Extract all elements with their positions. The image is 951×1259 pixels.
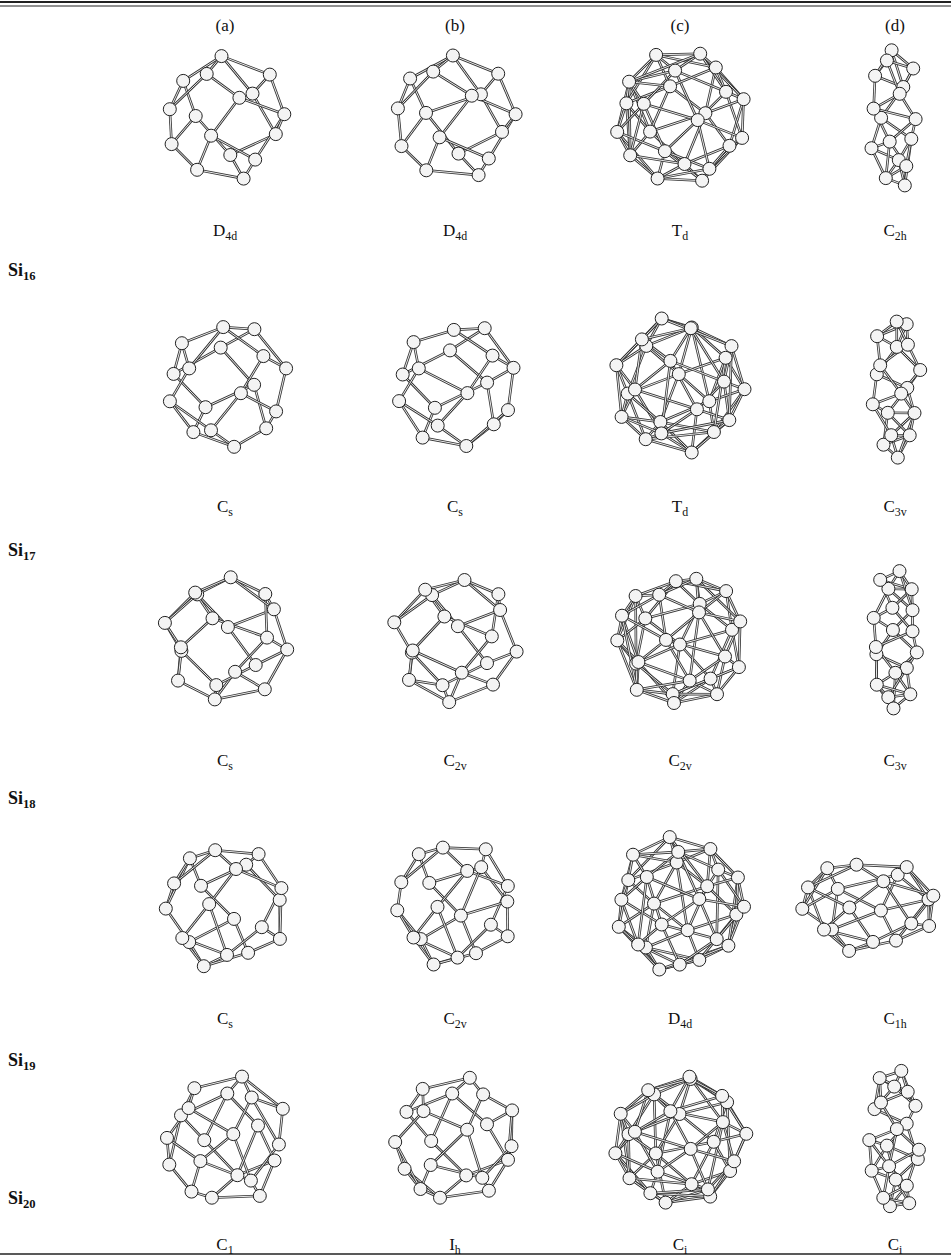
column-header: (d)	[885, 16, 905, 36]
silicon-cluster	[866, 315, 926, 464]
silicon-cluster	[865, 44, 922, 192]
symmetry-label: C1	[216, 1235, 233, 1257]
silicon-cluster	[796, 858, 940, 957]
symmetry-label: Ci	[673, 1235, 688, 1257]
silicon-cluster	[391, 841, 515, 971]
bottom-rule	[0, 1253, 951, 1255]
silicon-cluster	[611, 47, 750, 187]
symmetry-label: Td	[672, 221, 688, 243]
top-rule	[0, 1, 951, 3]
symmetry-label: C2v	[668, 751, 691, 773]
symmetry-label: Cs	[447, 497, 463, 519]
symmetry-label: D4d	[668, 1009, 692, 1031]
column-header: (b)	[445, 16, 465, 36]
symmetry-label: Cs	[217, 497, 233, 519]
silicon-cluster	[389, 1071, 519, 1204]
silicon-cluster	[867, 565, 923, 715]
symmetry-label: Cs	[217, 1009, 233, 1031]
silicon-cluster	[158, 571, 293, 706]
silicon-cluster	[610, 312, 751, 459]
silicon-cluster	[163, 50, 290, 186]
symmetry-label: Ih	[449, 1235, 461, 1257]
symmetry-label: C3v	[883, 497, 906, 519]
symmetry-label: Ci	[888, 1235, 903, 1257]
silicon-cluster	[391, 49, 522, 182]
symmetry-label: C2h	[883, 221, 906, 243]
silicon-cluster	[393, 322, 520, 453]
cluster-size: Si20	[8, 1188, 36, 1212]
symmetry-label: C2v	[443, 751, 466, 773]
silicon-cluster	[388, 574, 523, 709]
silicon-cluster	[609, 1070, 753, 1209]
silicon-cluster	[161, 1070, 290, 1204]
cluster-size: Si17	[8, 540, 36, 564]
cluster-size: Si19	[8, 1050, 36, 1074]
symmetry-label: D4d	[213, 221, 237, 243]
symmetry-label: C1h	[883, 1009, 906, 1031]
symmetry-label: C2v	[443, 1009, 466, 1031]
silicon-cluster	[863, 1064, 926, 1212]
cluster-size: Si16	[8, 260, 36, 284]
symmetry-label: Td	[672, 497, 688, 519]
silicon-cluster	[159, 844, 288, 973]
symmetry-label: C3v	[883, 751, 906, 773]
top-rule	[0, 6, 951, 7]
column-header: (a)	[216, 16, 235, 36]
silicon-cluster	[163, 321, 292, 454]
cluster-size: Si18	[8, 788, 36, 812]
symmetry-label: D4d	[443, 221, 467, 243]
symmetry-label: Cs	[217, 751, 233, 773]
silicon-cluster	[612, 831, 750, 976]
silicon-cluster	[611, 572, 747, 709]
column-header: (c)	[671, 16, 690, 36]
